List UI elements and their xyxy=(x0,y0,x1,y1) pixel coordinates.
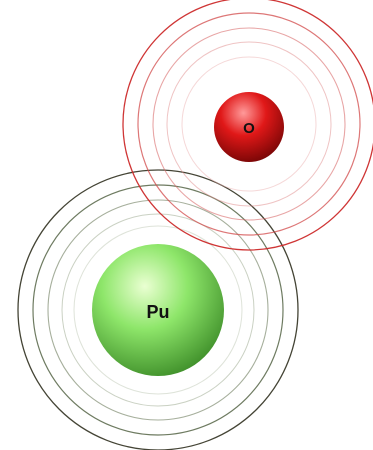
pu-label: Pu xyxy=(146,302,169,322)
o-atom: O xyxy=(214,92,284,162)
pu-atom: Pu xyxy=(92,244,224,376)
o-label: O xyxy=(243,120,255,137)
